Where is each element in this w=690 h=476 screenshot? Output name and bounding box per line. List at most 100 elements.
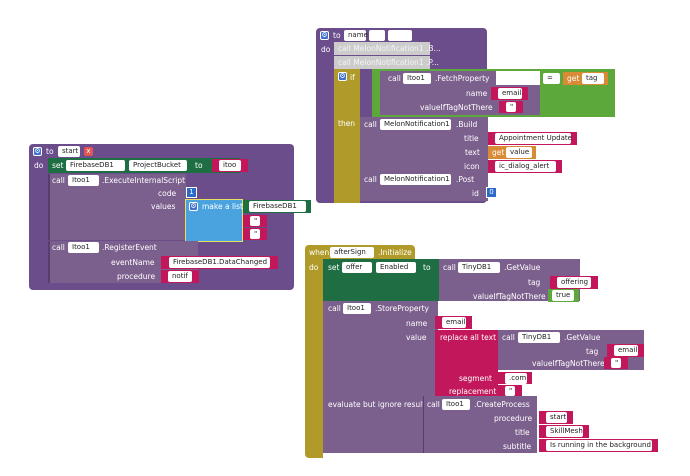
email-string[interactable]: email xyxy=(498,88,522,99)
mn-dropdown-2[interactable]: MelonNotification1 xyxy=(380,174,451,185)
when-initialize-block[interactable] xyxy=(305,245,323,458)
values-label: values xyxy=(151,202,176,211)
running-string[interactable]: Is running in the background xyxy=(546,440,652,451)
to-label: to xyxy=(46,147,54,156)
replace-label: replace all text xyxy=(440,333,497,342)
code-label: code xyxy=(158,189,177,198)
make-list-label: make a list xyxy=(202,202,243,211)
store-property-block[interactable] xyxy=(323,301,438,396)
close-icon[interactable]: x xyxy=(84,147,93,156)
build-label: .Build xyxy=(456,120,478,129)
aftersign-dropdown[interactable]: afterSign xyxy=(330,247,374,258)
call-label: call xyxy=(52,176,65,185)
empty-string-4-text[interactable]: " xyxy=(611,358,621,368)
replace-all-block[interactable] xyxy=(435,330,498,397)
true-dropdown[interactable]: true xyxy=(552,290,574,301)
evaluate-block[interactable] xyxy=(323,396,426,453)
code-number[interactable]: 1 xyxy=(186,187,197,198)
string-itoo[interactable]: itoo xyxy=(219,160,241,171)
offer-dropdown[interactable]: offer xyxy=(342,262,372,273)
event-string[interactable]: FirebaseDB1.DataChanged xyxy=(169,257,270,268)
call-label-6: call xyxy=(443,263,456,272)
valif-label-2: valueIfTagNotThere xyxy=(473,292,546,301)
com-string[interactable]: .com xyxy=(505,373,527,384)
value-dropdown[interactable]: value xyxy=(506,147,532,158)
title-string[interactable]: Appointment Update xyxy=(495,133,572,144)
when-label: when xyxy=(309,248,330,257)
icon-string[interactable]: ic_dialog_alert xyxy=(495,161,556,172)
set-label-2: set xyxy=(328,263,340,272)
fb-component-dropdown[interactable]: FirebaseDB1 xyxy=(249,201,306,212)
email-string-3[interactable]: email xyxy=(614,345,638,356)
itoo-dropdown-5[interactable]: Itoo1 xyxy=(442,399,470,410)
start-string[interactable]: start xyxy=(546,412,567,423)
if-label: if xyxy=(350,73,355,82)
component-dropdown[interactable]: FirebaseDB1 xyxy=(66,160,125,171)
call-label-5: call xyxy=(364,175,377,184)
equals-operator[interactable]: = xyxy=(543,73,560,84)
call-label-3: call xyxy=(388,74,401,83)
proc-string[interactable]: notif xyxy=(168,271,192,282)
set-label: set xyxy=(52,161,64,170)
call-label-2: call xyxy=(52,243,65,252)
method-label: .ExecuteInternalScript xyxy=(102,176,186,185)
replacement-label: replacement xyxy=(449,387,497,396)
proc-name-notif[interactable]: name xyxy=(344,30,368,41)
empty-string-1-text[interactable]: " xyxy=(250,216,260,226)
empty-string-2-text[interactable]: " xyxy=(250,229,260,239)
proc-name-start[interactable]: start xyxy=(58,146,80,157)
tag-label: tag xyxy=(528,278,541,287)
arg-value[interactable]: value xyxy=(388,30,412,41)
disabled-call-b-text: call MelonNotification1 .P... xyxy=(338,58,439,67)
gear-icon-2[interactable]: ⚙ xyxy=(189,202,198,211)
title-label-2: title xyxy=(515,428,530,437)
do-label-2: do xyxy=(321,45,331,54)
post-label: .Post xyxy=(456,175,475,184)
call-label-8: call xyxy=(502,333,515,342)
valif-label-3: valueIfTagNotThere xyxy=(532,359,605,368)
tag-label-2: tag xyxy=(586,347,599,356)
to-label-3: to xyxy=(333,31,341,40)
itoo-dropdown-3[interactable]: Itoo1 xyxy=(403,73,431,84)
email-string-2[interactable]: email xyxy=(442,317,466,328)
itoo-dropdown-4[interactable]: Itoo1 xyxy=(343,303,371,314)
skill-string[interactable]: SkillMesh xyxy=(546,426,583,437)
id-label: id xyxy=(472,189,479,198)
disabled-call-b[interactable] xyxy=(334,56,430,69)
do-label-3: do xyxy=(309,263,319,272)
tinydb-dropdown-2[interactable]: TinyDB1 xyxy=(518,332,560,343)
tinydb-dropdown[interactable]: TinyDB1 xyxy=(458,262,500,273)
if-block[interactable] xyxy=(334,69,360,203)
empty-string-3-text[interactable]: " xyxy=(506,102,516,112)
initialize-label: .Initialize xyxy=(378,248,412,257)
mn-dropdown[interactable]: MelonNotification1 xyxy=(380,119,451,130)
empty-string-5-text[interactable]: " xyxy=(505,386,515,396)
gear-icon-3[interactable]: ⚙ xyxy=(320,31,329,40)
disabled-call-a-text: call MelonNotification1 .B... xyxy=(338,44,441,53)
arg-tag[interactable]: tag xyxy=(369,30,385,41)
gear-icon-4[interactable]: ⚙ xyxy=(338,72,347,81)
enabled-dropdown[interactable]: Enabled xyxy=(376,262,416,273)
store-label: .StoreProperty xyxy=(375,304,429,313)
title-label: title xyxy=(464,134,479,143)
itoo-dropdown[interactable]: Itoo1 xyxy=(68,175,99,186)
fetch-white-area xyxy=(496,71,540,85)
eventname-label: eventName xyxy=(111,258,155,267)
tag-dropdown[interactable]: tag xyxy=(582,73,604,84)
gear-icon[interactable]: ⚙ xyxy=(33,147,42,156)
id-number[interactable]: 0 xyxy=(486,187,497,198)
offering-string[interactable]: offering xyxy=(557,277,591,288)
call-label-7: call xyxy=(328,304,341,313)
name-label-2: name xyxy=(406,319,428,328)
itoo-dropdown-2[interactable]: Itoo1 xyxy=(68,242,99,253)
disabled-call-a[interactable] xyxy=(334,42,430,55)
to-label-4: to xyxy=(423,263,431,272)
property-dropdown[interactable]: ProjectBucket xyxy=(129,160,187,171)
get-label-2: get xyxy=(492,148,505,157)
valif-label: valueIfTagNotThere xyxy=(420,103,493,112)
method-label-2: .RegisterEvent xyxy=(102,243,157,252)
get-label: get xyxy=(567,74,580,83)
do-label: do xyxy=(34,161,44,170)
fetch-label: .FetchProperty xyxy=(435,74,490,83)
call-label-9: call xyxy=(427,400,440,409)
